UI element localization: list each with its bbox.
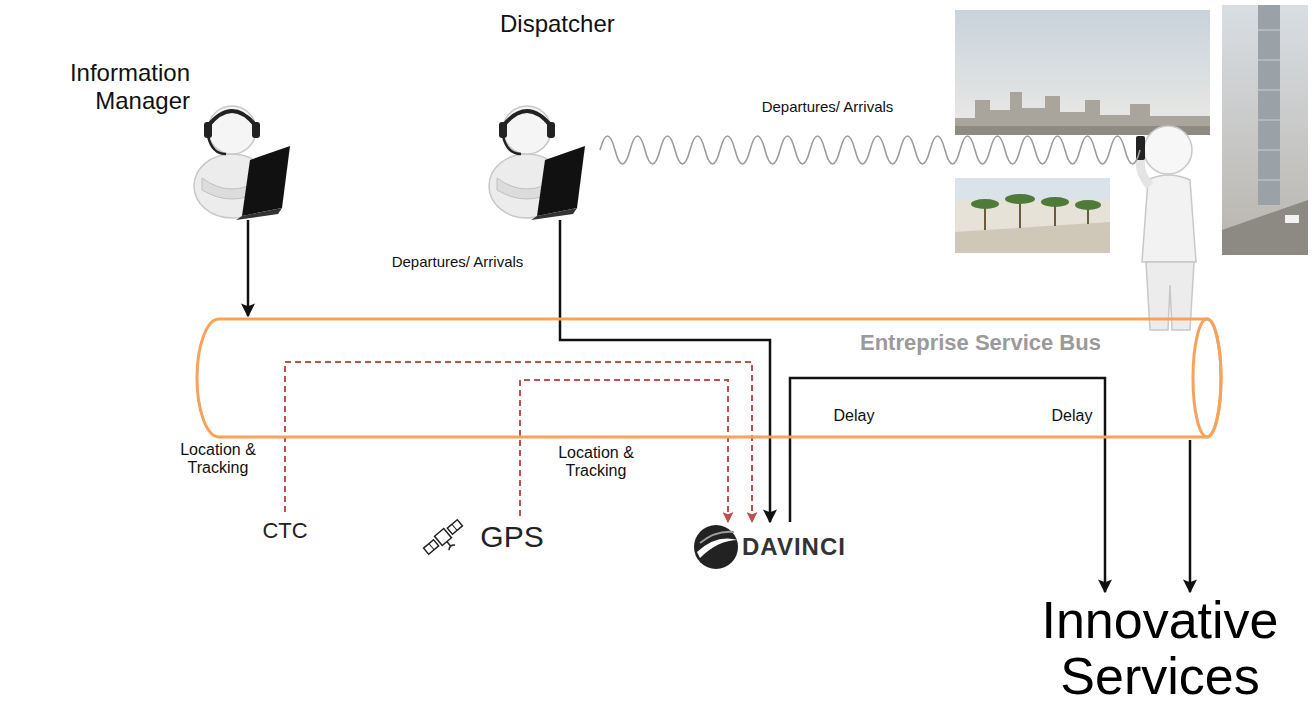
logo-node: DAVINCI <box>690 522 905 572</box>
satellite-icon <box>422 518 469 562</box>
radio-wave <box>600 136 1140 164</box>
edge-label: Departures/ Arrivals <box>365 253 550 270</box>
person-node: Dispatcher <box>480 8 670 220</box>
node-text: DAVINCI <box>742 533 902 561</box>
edge-label: Location & Tracking <box>544 444 648 481</box>
person-icon <box>489 106 585 220</box>
node-text: Entreprise Service Bus <box>860 330 1180 355</box>
text-label: Departures/ Arrivals <box>735 98 920 115</box>
city-photo <box>955 10 1210 135</box>
edge-label: Delay <box>824 407 884 425</box>
node-text: Dispatcher <box>500 10 668 38</box>
plaza-photo <box>955 178 1110 253</box>
davinci-logo-mark <box>694 525 738 569</box>
person-icon <box>194 106 290 220</box>
connector <box>1189 440 1192 592</box>
source-node: CTC <box>245 512 329 552</box>
source-node: GPS <box>462 516 566 562</box>
node-text: CTC <box>245 518 325 543</box>
bus-outline <box>197 319 1221 437</box>
tower-photo <box>1222 5 1308 255</box>
node-text: Innovative Services <box>1010 592 1310 704</box>
service-node: Innovative Services <box>1010 592 1314 722</box>
node-text: GPS <box>462 520 562 555</box>
person-node: Information Manager <box>10 55 295 220</box>
bus-end <box>1193 319 1221 437</box>
text-label: Delay <box>1046 407 1098 425</box>
connector <box>247 220 250 316</box>
connector <box>285 362 752 522</box>
connector <box>520 380 728 522</box>
node-text: Information Manager <box>15 59 190 114</box>
phone-person <box>1136 126 1196 330</box>
edge-label: Location & Tracking <box>166 441 270 478</box>
